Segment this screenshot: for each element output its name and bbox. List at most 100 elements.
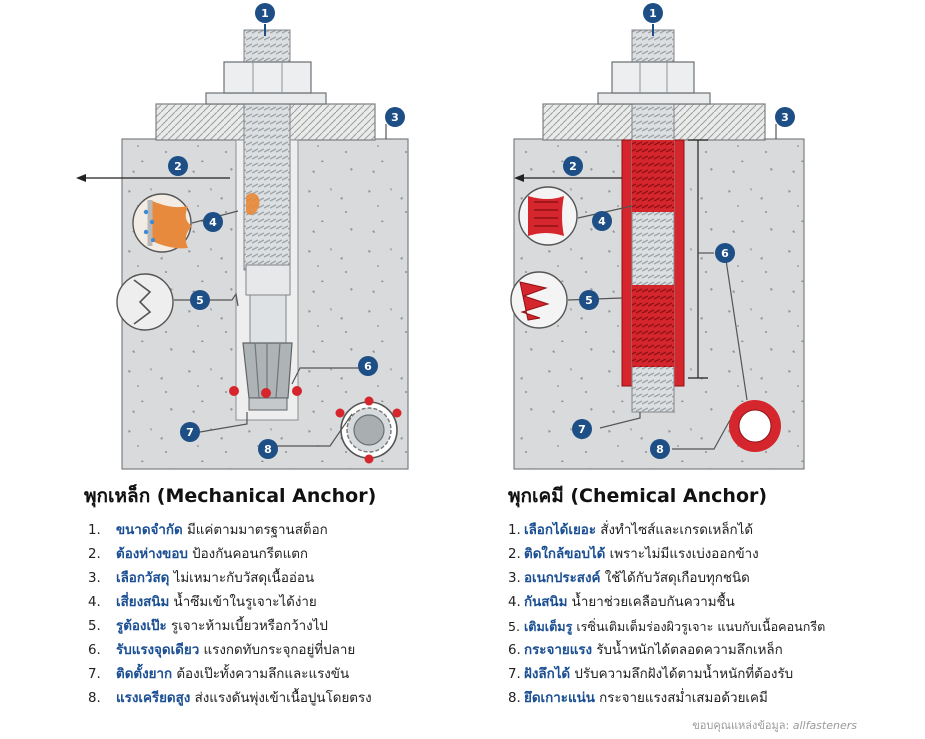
badge-label: 3 xyxy=(781,111,789,124)
rust-patch xyxy=(246,193,260,215)
anchor-comparison-diagram: 1 1 2 2 3 3 4 4 5 5 6 6 7 7 8 8 xyxy=(76,3,805,470)
item-keyword: รับแรงจุดเดียว xyxy=(116,643,200,658)
item-number: 3. xyxy=(88,571,101,586)
item-keyword: ยึดเกาะแน่น xyxy=(524,691,595,706)
washer xyxy=(597,92,711,105)
item-text: รับน้ำหนักได้ตลอดความลึกเหล็ก xyxy=(592,643,783,658)
item-keyword: อเนกประสงค์ xyxy=(524,571,601,586)
item-number: 6. xyxy=(88,643,101,658)
item-number: 2. xyxy=(88,547,101,562)
stress-point xyxy=(292,386,302,396)
corrosion-zoom xyxy=(132,193,192,253)
item-text: แรงกดทับกระจุกอยู่ที่ปลาย xyxy=(199,643,356,658)
item-text: เพราะไม่มีแรงเบ่งออกข้าง xyxy=(605,547,759,562)
list-item: 8. แรงเครียดสูง ส่งแรงดันพุ่งเข้าเนื้อปูน… xyxy=(88,687,372,711)
item-keyword: เลือกได้เยอะ xyxy=(524,523,597,538)
item-keyword: เลือกวัสดุ xyxy=(116,571,170,586)
item-keyword: เสี่ยงสนิม xyxy=(116,595,170,610)
item-number: 6. xyxy=(508,643,521,658)
badge: 7 xyxy=(180,422,200,442)
list-item: 6. รับแรงจุดเดียว แรงกดทับกระจุกอยู่ที่ปล… xyxy=(88,639,372,663)
list-item: 4.กันสนิม น้ำยาช่วยเคลือบกันความชื้น xyxy=(508,591,825,615)
item-text: ส่งแรงดันพุ่งเข้าเนื้อปูนโดยตรง xyxy=(190,691,372,706)
badge: 3 xyxy=(385,107,405,139)
item-text: น้ำยาช่วยเคลือบกันความชื้น xyxy=(567,595,735,610)
badge-label: 5 xyxy=(585,294,593,307)
item-keyword: กระจายแรง xyxy=(524,643,593,658)
list-item: 2.ติดใกล้ขอบได้ เพราะไม่มีแรงเบ่งออกข้าง xyxy=(508,543,825,567)
badge: 4 xyxy=(592,211,612,231)
badge-label: 7 xyxy=(186,426,194,439)
list-item: 2.ต้องห่างขอบ ป้องกันคอนกรีตแตก xyxy=(88,543,372,567)
badge-label: 2 xyxy=(174,160,182,173)
badge: 1 xyxy=(643,3,663,36)
stress-point xyxy=(261,388,271,398)
item-number: 7. xyxy=(88,667,101,682)
item-keyword: ฝังลึกได้ xyxy=(524,667,571,682)
list-item: 7.ฝังลึกได้ ปรับความลึกฝังได้ตามน้ำหนักท… xyxy=(508,663,825,687)
item-text: มีแค่ตามมาตรฐานสต็อก xyxy=(182,523,328,538)
badge-label: 1 xyxy=(649,7,657,20)
item-number: 1. xyxy=(88,523,101,538)
list-item: 7.ติดตั้งยาก ต้องเป๊ะทั้งความลึกและแรงขั… xyxy=(88,663,372,687)
resin-cross-section xyxy=(729,400,781,452)
credit-prefix: ขอบคุณแหล่งข้อมูล: xyxy=(692,719,793,732)
list-item: 1.เลือกได้เยอะ สั่งทำไซส์และเกรดเหล็กได้ xyxy=(508,519,825,543)
item-text: น้ำซึมเข้าในรูเจาะได้ง่าย xyxy=(169,595,317,610)
hex-nut xyxy=(223,61,312,94)
item-keyword: กันสนิม xyxy=(524,595,568,610)
badge-label: 6 xyxy=(364,360,372,373)
item-number: 4. xyxy=(88,595,101,610)
item-text: เรซิ่นเติมเต็มร่องผิวรูเจาะ แนบกับเนื้อค… xyxy=(572,619,826,634)
list-item: 1. ขนาดจำกัด มีแค่ตามมาตรฐานสต็อก xyxy=(88,519,372,543)
resin-fill-zoom xyxy=(510,271,568,329)
list-item: 5.เติมเต็มรู เรซิ่นเติมเต็มร่องผิวรูเจาะ… xyxy=(508,615,825,639)
item-text: รูเจาะห้ามเบี้ยวหรือกว้างไป xyxy=(166,619,328,634)
item-number: 2. xyxy=(508,547,521,562)
item-text: ไม่เหมาะกับวัสดุเนื้ออ่อน xyxy=(169,571,315,586)
badge: 4 xyxy=(203,212,223,232)
mechanical-anchor-illustration xyxy=(76,29,409,470)
badge-label: 5 xyxy=(196,294,204,307)
badge: 6 xyxy=(715,243,735,263)
item-number: 8. xyxy=(88,691,101,706)
list-item: 3. เลือกวัสดุ ไม่เหมาะกับวัสดุเนื้ออ่อน xyxy=(88,567,372,591)
badge-label: 2 xyxy=(569,160,577,173)
source-credit: ขอบคุณแหล่งข้อมูล: allfasteners xyxy=(692,716,857,734)
badge-label: 4 xyxy=(209,216,217,229)
hex-nut xyxy=(611,61,695,94)
badge: 2 xyxy=(168,156,188,176)
washer xyxy=(205,92,327,105)
item-text: ใช้ได้กับวัสดุเกือบทุกชนิด xyxy=(600,571,750,586)
badge: 2 xyxy=(563,156,583,176)
item-number: 8. xyxy=(508,691,521,706)
item-keyword: เติมเต็มรู xyxy=(524,619,573,634)
badge-label: 8 xyxy=(656,443,664,456)
chemical-anchor-title: พุกเคมี (Chemical Anchor) xyxy=(508,485,768,507)
item-keyword: ติดใกล้ขอบได้ xyxy=(524,547,606,562)
item-keyword: ขนาดจำกัด xyxy=(116,523,183,538)
badge-label: 1 xyxy=(261,7,269,20)
badge-label: 6 xyxy=(721,247,729,260)
item-number: 4. xyxy=(508,595,521,610)
item-text: ปรับความลึกฝังได้ตามน้ำหนักที่ต้องรับ xyxy=(570,667,794,682)
badge: 5 xyxy=(579,290,599,310)
list-item: 3.อเนกประสงค์ ใช้ได้กับวัสดุเกือบทุกชนิด xyxy=(508,567,825,591)
crack-zoom xyxy=(116,273,174,331)
badge: 5 xyxy=(190,290,210,310)
item-number: 3. xyxy=(508,571,521,586)
item-text: กระจายแรงสม่ำเสมอด้วยเคมี xyxy=(594,691,768,706)
list-item: 5.รูต้องเป๊ะ รูเจาะห้ามเบี้ยวหรือกว้างไป xyxy=(88,615,372,639)
item-text: สั่งทำไซส์และเกรดเหล็กได้ xyxy=(596,523,754,538)
item-text: ป้องกันคอนกรีตแตก xyxy=(187,547,309,562)
badge-label: 4 xyxy=(598,215,606,228)
badge-label: 3 xyxy=(391,111,399,124)
badge: 8 xyxy=(258,439,278,459)
item-keyword: แรงเครียดสูง xyxy=(116,691,191,706)
badge: 7 xyxy=(572,419,592,439)
badge: 6 xyxy=(358,356,378,376)
badge: 3 xyxy=(775,107,795,139)
mechanical-anchor-title: พุกเหล็ก (Mechanical Anchor) xyxy=(84,485,377,507)
credit-source: allfasteners xyxy=(792,719,857,732)
badge: 1 xyxy=(255,3,275,36)
